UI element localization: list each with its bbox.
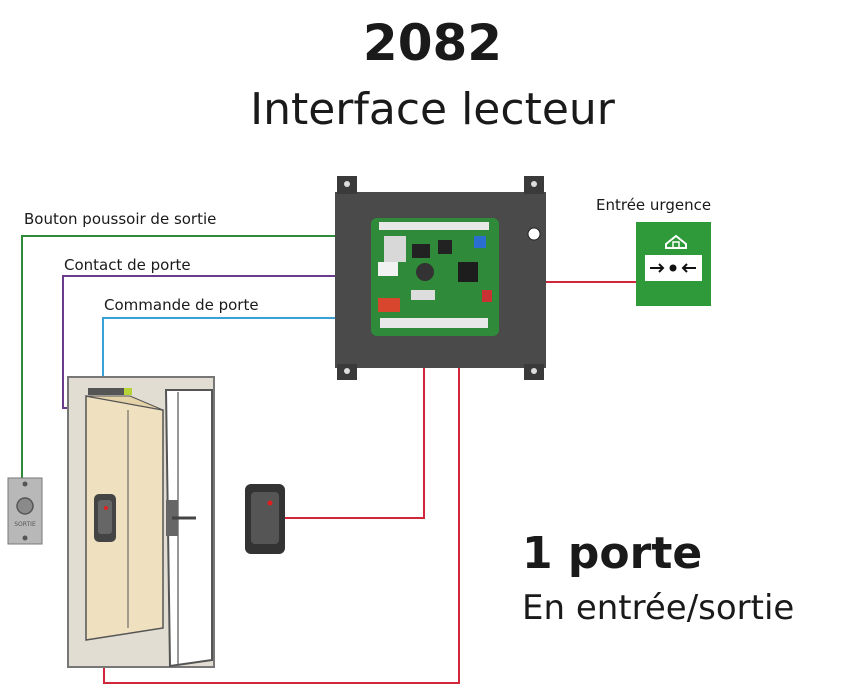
- controller-enclosure: [335, 176, 546, 380]
- door-mode: En entrée/sortie: [522, 588, 795, 628]
- exit-button-plate-text: SORTIE: [14, 521, 36, 528]
- exit-push-button: [7, 477, 43, 545]
- reader-interface-pcb: [371, 218, 499, 336]
- label-emergency-input: Entrée urgence: [596, 196, 712, 214]
- label-exit-button: Bouton poussoir de sortie: [24, 210, 217, 228]
- door-count: 1 porte: [522, 528, 703, 579]
- label-door-contact: Contact de porte: [64, 256, 191, 274]
- reader-wire: [285, 340, 425, 519]
- model-number: 2082: [362, 14, 503, 72]
- exit-button-wire: [21, 235, 375, 478]
- label-door-command: Commande de porte: [104, 296, 259, 314]
- diagram-subtitle: Interface lecteur: [250, 84, 615, 135]
- emergency-breakglass: [636, 222, 711, 306]
- card-reader: [245, 484, 285, 554]
- door-command-wire: [102, 317, 378, 388]
- door: [67, 376, 215, 668]
